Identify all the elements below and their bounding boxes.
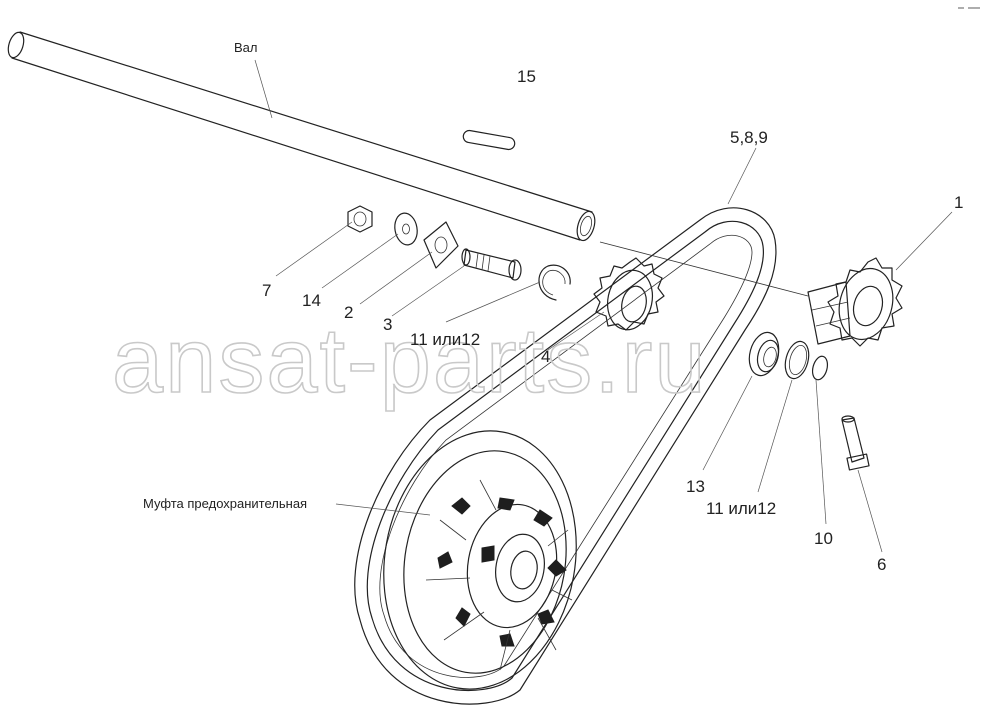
lock-plate-part-2 bbox=[423, 221, 459, 269]
chain-part-5-8-9 bbox=[354, 207, 777, 705]
label-part-2: 2 bbox=[344, 303, 353, 322]
label-shaft: Вал bbox=[234, 40, 258, 55]
nut-part-7 bbox=[347, 205, 373, 233]
sprocket-part-1 bbox=[807, 257, 903, 347]
ring-part-10 bbox=[811, 355, 829, 381]
label-part-6: 6 bbox=[877, 555, 886, 574]
clutch-spokes bbox=[437, 497, 567, 647]
bolt-part-3 bbox=[461, 248, 522, 281]
shaft bbox=[7, 31, 596, 242]
label-part-3: 3 bbox=[383, 315, 392, 334]
label-part-15: 15 bbox=[517, 67, 536, 86]
key-part-15 bbox=[462, 129, 516, 151]
label-part-4: 4 bbox=[541, 347, 550, 366]
bearing-part-13 bbox=[748, 331, 780, 377]
washer-part-14 bbox=[394, 212, 418, 246]
label-part-13: 13 bbox=[686, 477, 705, 496]
safety-clutch bbox=[383, 430, 577, 690]
label-part-1: 1 bbox=[954, 193, 963, 212]
label-safety-clutch: Муфта предохранительная bbox=[143, 496, 307, 511]
sprocket-part-4 bbox=[593, 257, 665, 331]
pin-part-6 bbox=[841, 415, 870, 471]
watermark-text: ansat-parts.ru bbox=[112, 310, 708, 412]
label-part-11-b: 11 или12 bbox=[706, 499, 776, 518]
label-part-5-8-9: 5,8,9 bbox=[730, 128, 768, 147]
snap-ring-part-11 bbox=[538, 264, 571, 301]
label-part-10: 10 bbox=[814, 529, 833, 548]
snap-ring-part-11-b bbox=[784, 340, 810, 380]
label-part-7: 7 bbox=[262, 281, 271, 300]
leader-lines bbox=[254, 59, 953, 553]
label-part-14: 14 bbox=[302, 291, 321, 310]
label-part-11-a: 11 или12 bbox=[410, 330, 480, 349]
